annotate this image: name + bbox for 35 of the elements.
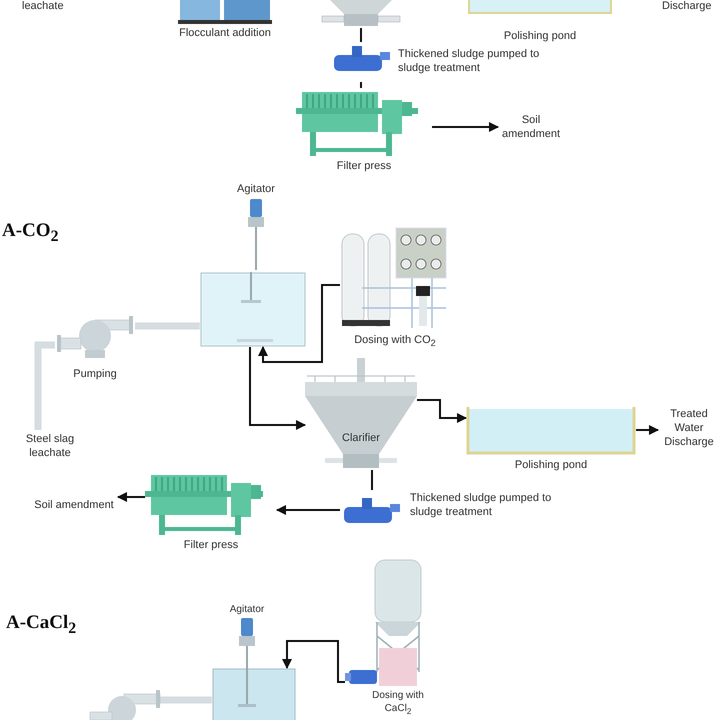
equipment-label: Filter press bbox=[336, 160, 392, 174]
pipe bbox=[135, 322, 200, 330]
process-label: Soil amendment bbox=[30, 488, 118, 524]
arrow bbox=[417, 399, 467, 423]
arrow bbox=[282, 640, 345, 683]
section-heading: A-CaCl$_{2}$ bbox=[6, 612, 76, 638]
equipment-label: Dosing with CaCl$_{2}$ bbox=[371, 690, 425, 716]
equipment-label: Thickened sludge pumped to sludge treatment bbox=[398, 48, 540, 76]
arrow bbox=[276, 505, 340, 515]
process-label: Steel slag leachate bbox=[8, 430, 92, 464]
equipment-label: Pumping bbox=[72, 368, 118, 382]
process-label: Soil amendment bbox=[498, 110, 564, 146]
section-heading: A-CO$_{2}$ bbox=[2, 220, 58, 246]
process-label: Treated Water Discharge bbox=[658, 404, 720, 454]
pipe bbox=[34, 342, 55, 430]
arrow bbox=[636, 425, 659, 435]
equipment-label: Dosing with CO$_{2}$ bbox=[353, 334, 437, 350]
arrow bbox=[249, 347, 306, 430]
equipment-label: Filter press bbox=[182, 539, 240, 553]
caption: leachate bbox=[22, 0, 64, 12]
caption: Discharge bbox=[662, 0, 712, 12]
equipment-label: Polishing pond bbox=[502, 30, 578, 44]
equipment-label: Agitator bbox=[236, 183, 276, 197]
arrow bbox=[117, 492, 145, 502]
equipment-label: Thickened sludge pumped to sludge treatment bbox=[410, 492, 552, 520]
equipment-label: Polishing pond bbox=[514, 459, 588, 473]
equipment-label: Flocculant addition bbox=[178, 27, 272, 41]
connector-line bbox=[371, 470, 373, 490]
connector-line bbox=[360, 28, 362, 42]
equipment-label: Agitator bbox=[228, 604, 266, 616]
connector-line bbox=[360, 82, 362, 88]
arrow bbox=[258, 284, 340, 363]
pipe bbox=[160, 696, 212, 704]
equipment-label: Clarifier bbox=[341, 432, 381, 446]
arrow bbox=[432, 122, 499, 132]
